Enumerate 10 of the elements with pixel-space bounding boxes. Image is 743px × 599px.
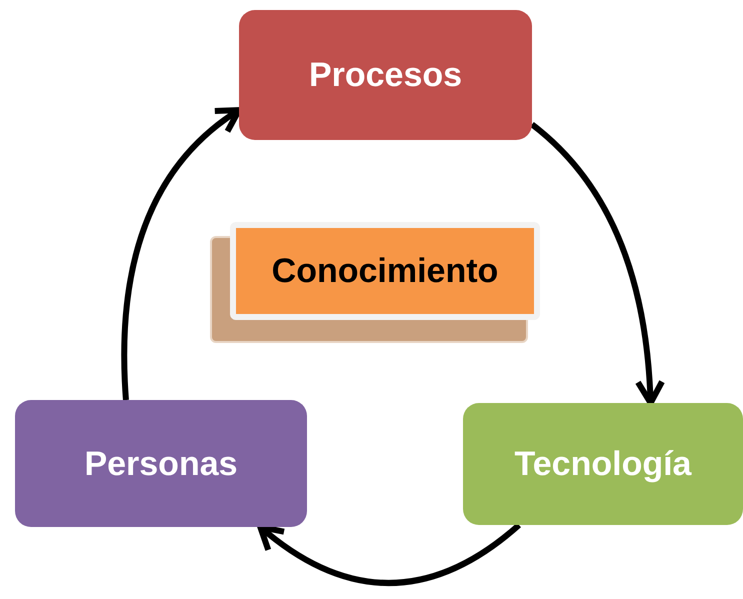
curved-arrow (257, 522, 521, 586)
process-box (15, 400, 307, 527)
box-label: Procesos (308, 58, 462, 92)
box-label: Personas (84, 446, 238, 480)
curved-arrow (530, 122, 664, 406)
process-box (239, 10, 532, 140)
box-label: Conocimiento (272, 254, 498, 288)
box-label: Tecnología (514, 447, 692, 481)
process-box (230, 222, 540, 320)
process-box (463, 403, 743, 525)
